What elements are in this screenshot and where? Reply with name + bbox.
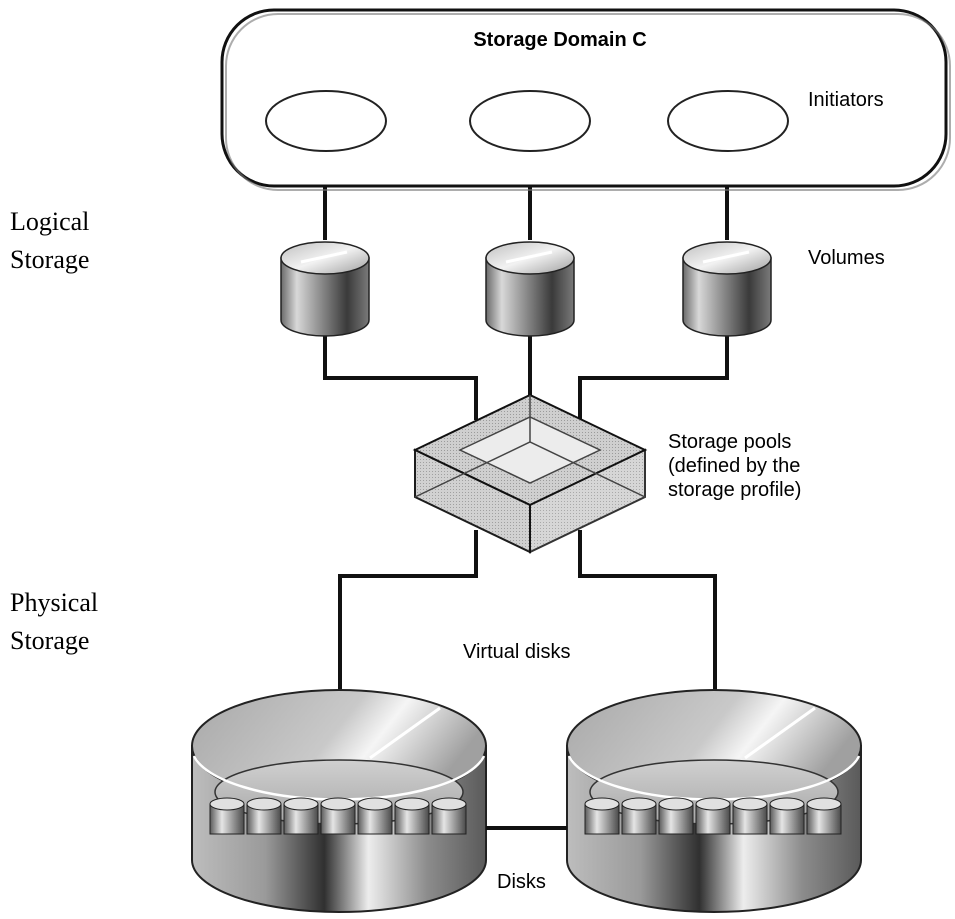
connector-lines: [323, 186, 729, 830]
volumes-label: Volumes: [808, 247, 885, 269]
domain-title: Storage Domain C: [473, 29, 646, 51]
disk-array-left: [191, 689, 487, 913]
volume-cylinder: [485, 241, 575, 337]
storage-pool-label: Storage pools (defined by the storage pr…: [668, 431, 806, 501]
logical-storage-label: Logical Storage: [10, 207, 96, 274]
storage-domain-box: Storage Domain C Initiators: [220, 8, 951, 191]
mini-disks: [209, 797, 467, 835]
physical-storage-label: Physical Storage: [10, 588, 105, 655]
physical-label-line1: Physical: [10, 588, 98, 617]
mini-disks: [584, 797, 842, 835]
volume-cylinder: [682, 241, 772, 337]
initiator-3: [667, 90, 789, 152]
initiator-1: [265, 90, 387, 152]
virtual-disks-label: Virtual disks: [463, 641, 570, 663]
logical-label-line1: Logical: [10, 207, 89, 236]
storage-pool: [412, 393, 648, 554]
physical-label-line2: Storage: [10, 626, 89, 655]
pool-label-line1: Storage pools: [668, 431, 791, 453]
pool-label-line3: storage profile): [668, 479, 801, 501]
initiators-label: Initiators: [808, 89, 884, 111]
initiator-2: [469, 90, 591, 152]
disk-array-right: [566, 689, 862, 913]
volume-cylinder: [280, 241, 370, 337]
pool-label-line2: (defined by the: [668, 455, 800, 477]
disks-label: Disks: [497, 871, 546, 893]
logical-label-line2: Storage: [10, 245, 89, 274]
